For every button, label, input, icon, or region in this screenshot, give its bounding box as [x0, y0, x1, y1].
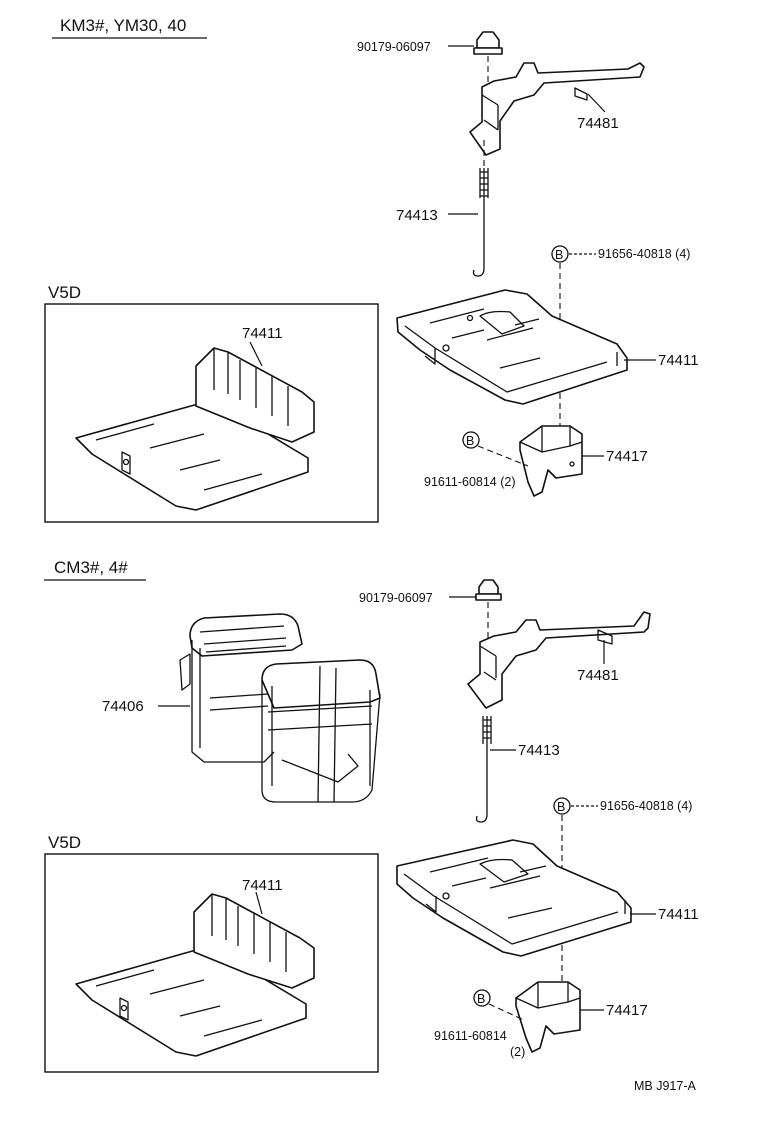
b-marker-text-4: B	[477, 992, 485, 1006]
bracket-part	[519, 425, 583, 497]
label-bolt-b: 91656-40818 (4)	[598, 247, 690, 261]
b-circle-marker-icon: B	[473, 989, 491, 1007]
variant-bottom-box	[44, 853, 379, 1073]
section-top: KM3#, YM30, 40 90179-06097 74481 74413	[44, 16, 699, 523]
label-bolt-b-bottom: 91656-40818 (4)	[600, 799, 692, 813]
label-variant-tray: 74411	[242, 325, 283, 342]
label-nut: 90179-06097	[357, 40, 431, 54]
b-circle-marker-icon: B	[553, 797, 571, 815]
label-tray: 74411	[658, 352, 699, 369]
b-marker-text: B	[555, 248, 563, 262]
section-top-heading: KM3#, YM30, 40	[60, 16, 186, 35]
rod-part	[472, 168, 489, 277]
label-bolt-b2-line1: 91611-60814	[434, 1029, 507, 1043]
label-rod-bottom: 74413	[518, 742, 560, 759]
section-bottom-heading: CM3#, 4#	[54, 558, 128, 577]
label-rod: 74413	[396, 207, 438, 224]
clamp-part-bottom	[467, 611, 651, 709]
insulator-part	[179, 613, 381, 803]
b-circle-marker-icon: B	[551, 245, 569, 263]
label-tray-bottom: 74411	[658, 906, 699, 923]
bracket-part-bottom	[515, 981, 581, 1053]
variant-top-tray-part	[75, 347, 315, 511]
footer-code: MB J917-A	[634, 1079, 696, 1093]
variant-top-label: V5D	[48, 283, 81, 302]
variant-top-box	[44, 303, 379, 523]
battery-tray-part-bottom	[396, 839, 632, 957]
label-bolt-b2-line2: (2)	[510, 1045, 525, 1059]
label-bracket: 74417	[606, 448, 648, 465]
section-bottom: CM3#, 4# 90179-06097 74481 74413 B	[44, 558, 699, 1073]
label-bolt-b2: 91611-60814 (2)	[424, 475, 516, 489]
flange-nut-icon	[475, 579, 502, 601]
clamp-part	[469, 62, 645, 156]
label-variant-tray-bottom: 74411	[242, 877, 283, 894]
label-insulator: 74406	[102, 698, 144, 715]
rod-part-bottom	[475, 716, 492, 823]
variant-bottom-tray-part	[75, 893, 315, 1057]
label-nut-bottom: 90179-06097	[359, 591, 433, 605]
battery-tray-part	[396, 289, 628, 405]
b-marker-text-3: B	[557, 800, 565, 814]
variant-bottom-label: V5D	[48, 833, 81, 852]
b-marker-text-2: B	[466, 434, 474, 448]
label-clamp: 74481	[577, 115, 619, 132]
flange-nut-icon	[473, 31, 503, 55]
label-clamp-bottom: 74481	[577, 667, 619, 684]
label-bracket-bottom: 74417	[606, 1002, 648, 1019]
b-circle-marker-icon: B	[462, 431, 480, 449]
